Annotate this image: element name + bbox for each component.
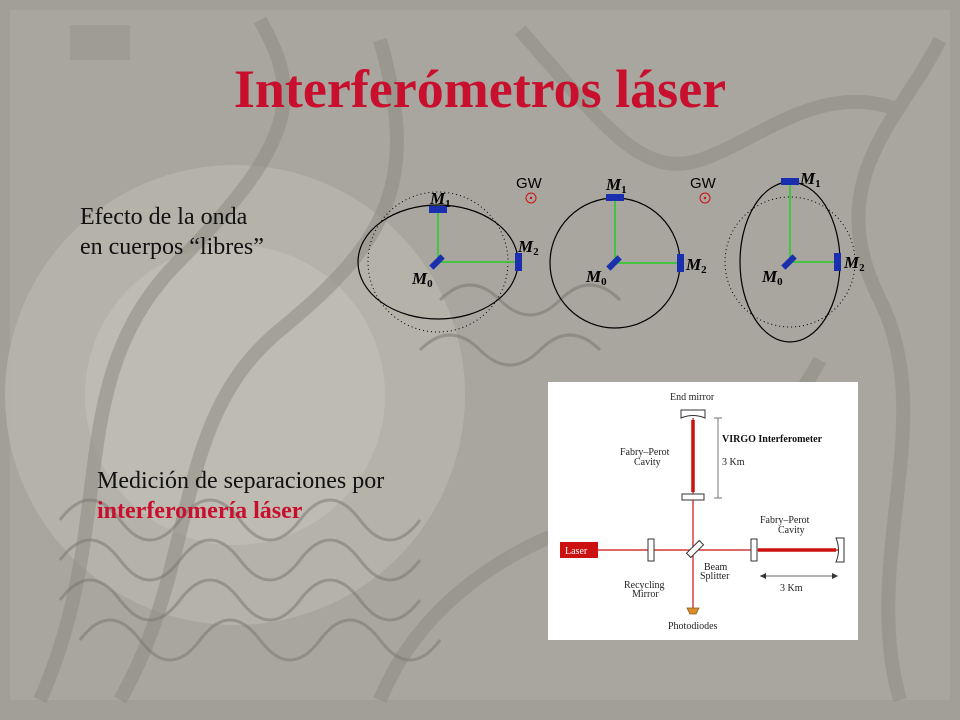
- laser-label: Laser: [565, 546, 588, 557]
- mirror-m0: [429, 254, 445, 270]
- label-m2: M2: [517, 237, 539, 258]
- effect-text-line2: en cuerpos “libres”: [80, 234, 264, 260]
- input-mirror-horizontal: [750, 538, 758, 562]
- label-m2: M2: [685, 255, 707, 276]
- measurement-text-line1: Medición de separaciones por: [97, 468, 385, 494]
- virgo-interferometer-diagram: End mirror VIRGO Interferometer 3 Km Fab…: [548, 382, 858, 640]
- label-m0: M0: [411, 269, 433, 290]
- beam-splitter: [685, 539, 705, 559]
- gw-symbol-2: GW: [690, 175, 717, 204]
- end-mirror-top: [680, 409, 706, 419]
- beam-splitter-label-1: Beam: [704, 562, 728, 573]
- fp-cavity-top-label-1: Fabry–Perot: [620, 447, 670, 458]
- photodiode-icon: [686, 607, 700, 615]
- mirror-m1: [781, 178, 799, 185]
- label-m1: M1: [429, 189, 451, 210]
- fp-cavity-right-label-2: Cavity: [778, 525, 805, 536]
- mirror-m2: [834, 253, 841, 271]
- virgo-title: VIRGO Interferometer: [722, 434, 823, 445]
- label-m1: M1: [799, 169, 821, 190]
- gw-label-1: GW: [516, 175, 543, 192]
- end-mirror-right: [835, 537, 845, 563]
- label-m0: M0: [761, 267, 783, 288]
- page-title: Interferómetros láser: [233, 59, 727, 119]
- fp-cavity-top-label-2: Cavity: [634, 457, 661, 468]
- effect-text: Efecto de la onda en cuerpos “libres”: [80, 202, 264, 262]
- recycling-mirror: [647, 538, 655, 562]
- mirror-m0: [606, 255, 622, 271]
- gravitational-wave-ring-diagrams: M1 M2 M0 GW M1 M2 M0 GW M1 M2 M0: [357, 169, 865, 343]
- photodiodes-label: Photodiodes: [668, 621, 718, 632]
- mirror-m0: [781, 254, 797, 270]
- mirror-m1: [606, 194, 624, 201]
- gw-symbol-1: GW: [516, 175, 543, 204]
- laser-source: [560, 542, 598, 558]
- input-mirror-vertical: [681, 493, 705, 501]
- recycling-mirror-label-2: Mirror: [632, 589, 659, 600]
- ring-panel-horizontal: M1 M2 M0: [357, 189, 539, 333]
- measurement-text-line2: interferomería láser: [97, 498, 303, 524]
- recycling-mirror-label-1: Recycling: [624, 580, 665, 591]
- gw-direction-icon: [525, 192, 537, 204]
- ring-panel-circle: M1 M2 M0: [549, 175, 707, 329]
- mirror-m1: [429, 206, 447, 213]
- gw-label-2: GW: [690, 175, 717, 192]
- mirror-m2: [677, 254, 684, 272]
- ring-panel-vertical: M1 M2 M0: [724, 169, 865, 343]
- effect-text-line1: Efecto de la onda: [80, 204, 248, 230]
- label-m1: M1: [605, 175, 627, 196]
- gw-direction-icon: [699, 192, 711, 204]
- fp-cavity-right-label-1: Fabry–Perot: [760, 515, 810, 526]
- mirror-m2: [515, 253, 522, 271]
- measurement-text: Medición de separaciones por interferome…: [97, 466, 384, 526]
- label-m2: M2: [843, 253, 865, 274]
- end-mirror-label: End mirror: [670, 392, 715, 403]
- beam-splitter-label-2: Splitter: [700, 571, 730, 582]
- reference-circle: [724, 196, 856, 328]
- label-m0: M0: [585, 267, 607, 288]
- distance-horizontal-label: 3 Km: [780, 583, 803, 594]
- distance-vertical-label: 3 Km: [722, 457, 745, 468]
